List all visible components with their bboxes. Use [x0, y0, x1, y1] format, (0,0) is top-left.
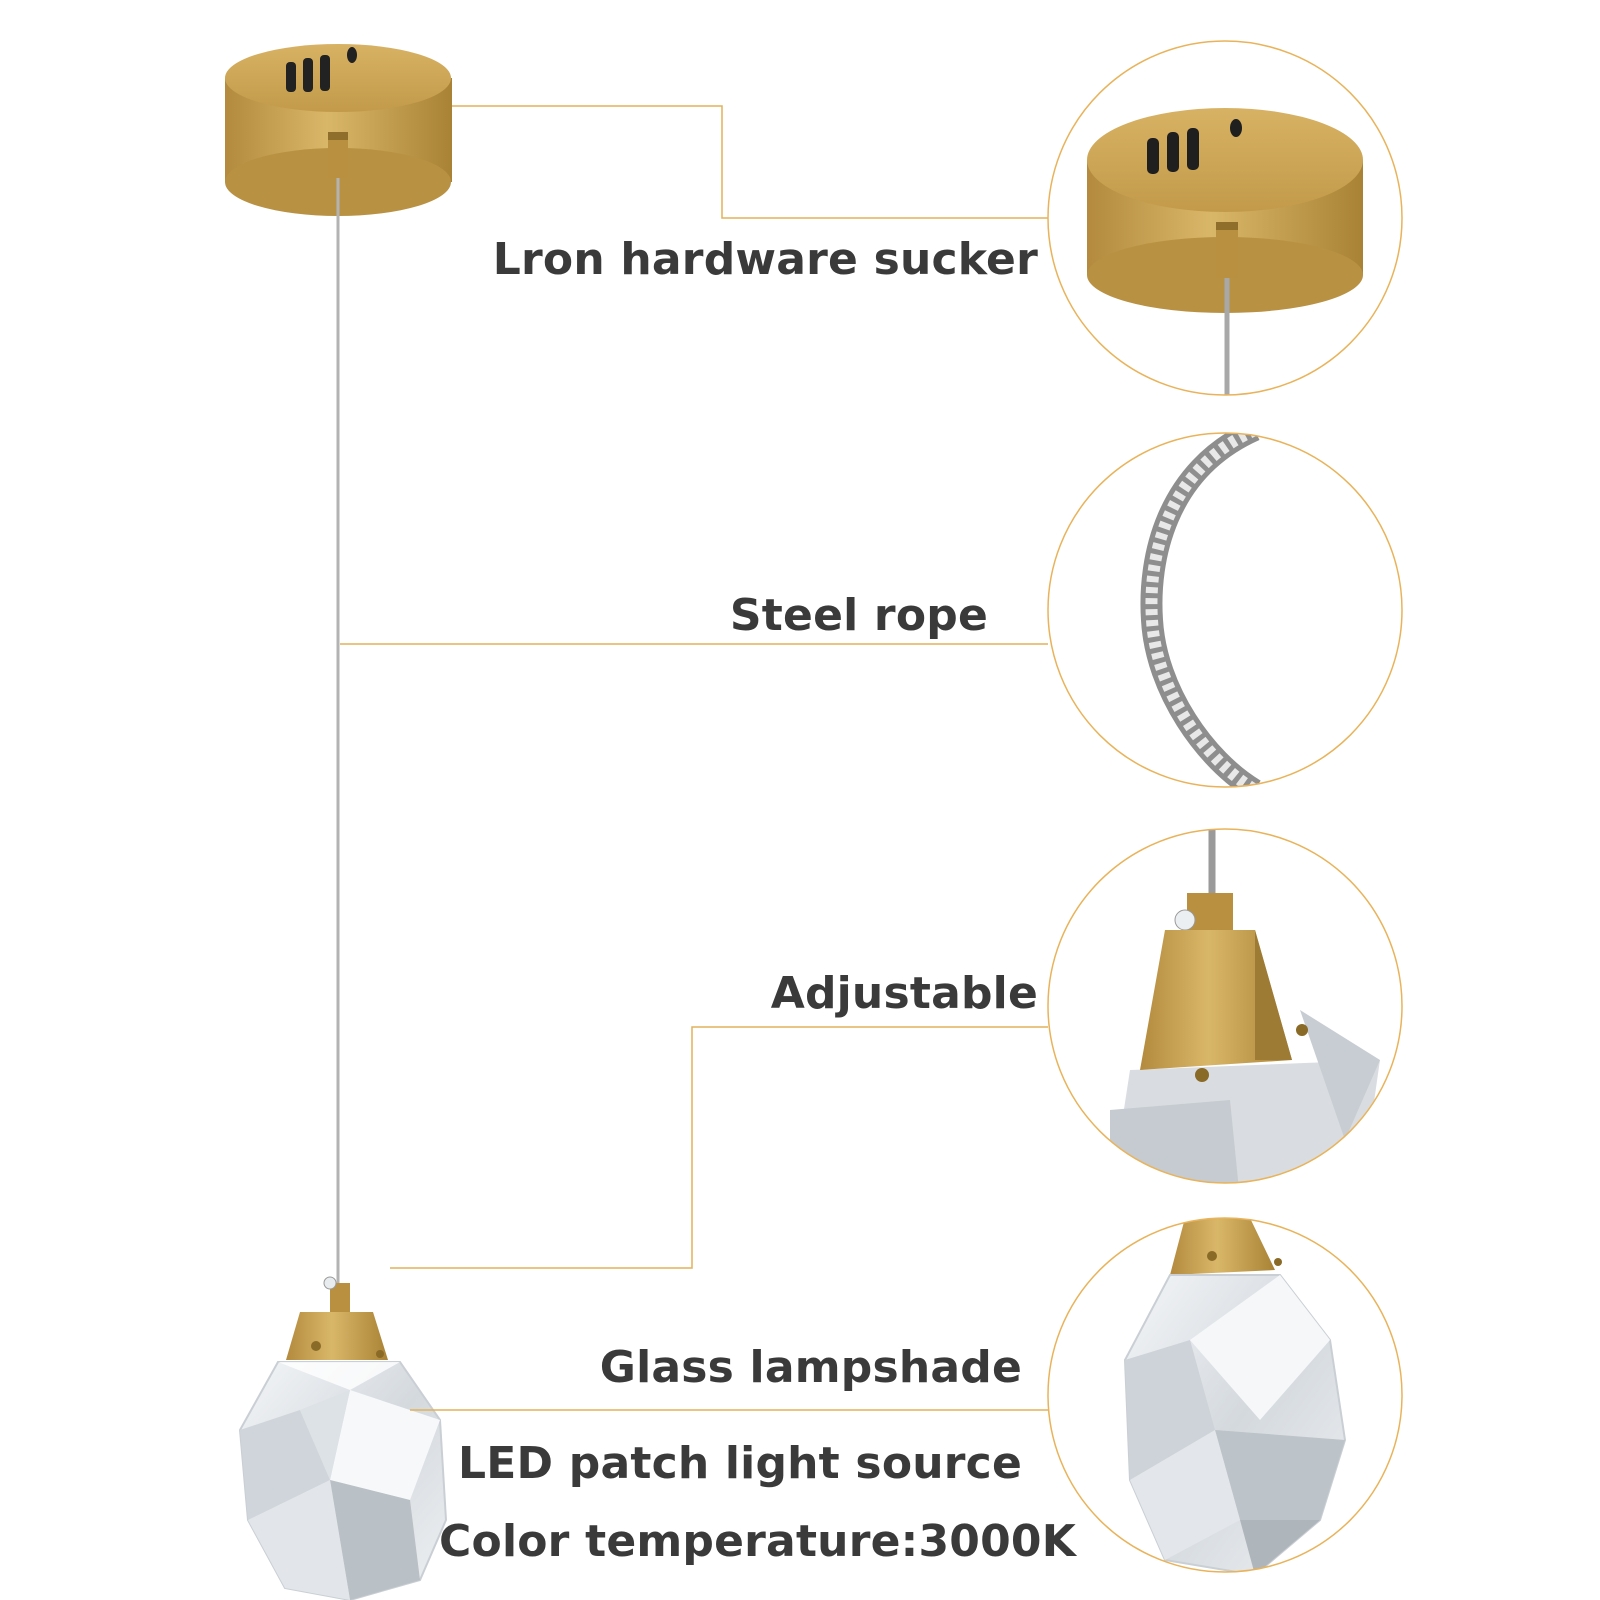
detail-circle-adjustable — [1047, 828, 1403, 1184]
label-glass-lampshade: Glass lampshade — [599, 1342, 1022, 1393]
crystal-shade — [238, 1361, 448, 1600]
label-led-source: LED patch light source — [458, 1438, 1022, 1489]
label-color-temperature: Color temperature:3000K — [439, 1516, 1076, 1567]
detail-circle-glass — [1047, 1217, 1403, 1573]
label-hardware: Lron hardware sucker — [492, 234, 1038, 285]
detail-circle-rope — [1047, 432, 1403, 788]
leader-lines — [340, 105, 1048, 1411]
label-adjustable: Adjustable — [770, 968, 1038, 1019]
detail-circle-canopy — [1047, 40, 1403, 396]
label-steel-rope: Steel rope — [729, 590, 988, 641]
adjuster — [286, 1276, 388, 1360]
